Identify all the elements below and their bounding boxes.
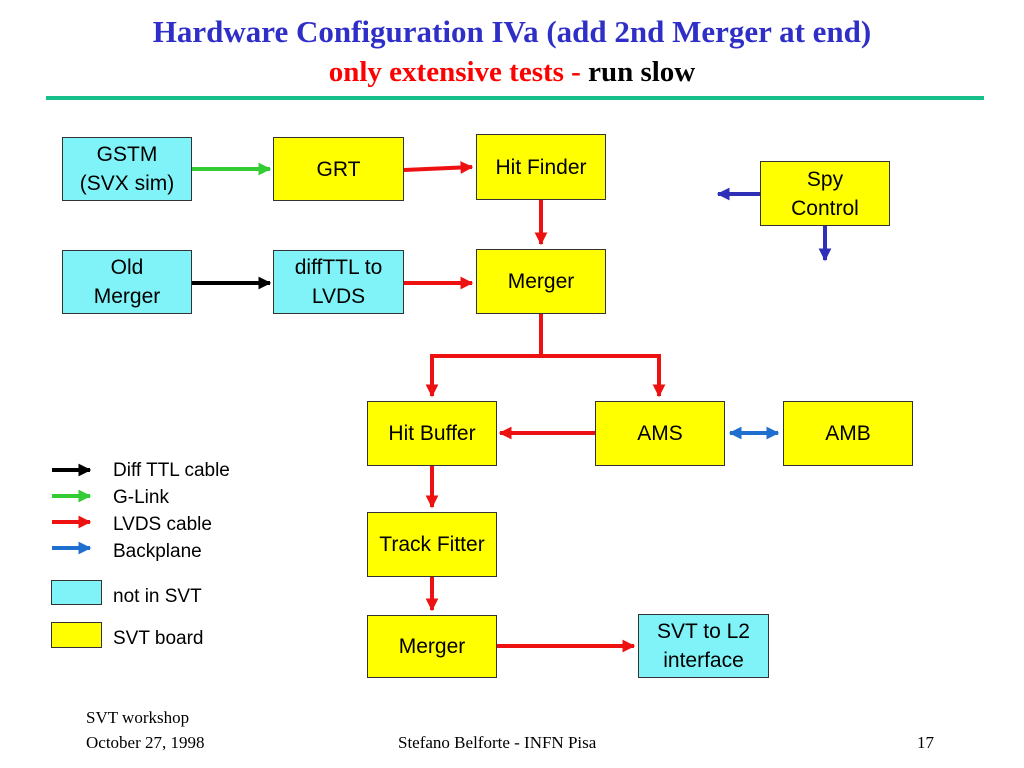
legend-not-in-svt-label: not in SVT [113, 586, 202, 607]
footer-event: SVT workshop [86, 708, 190, 727]
box-diffttl-lvds-label: diffTTL to LVDS [294, 256, 383, 308]
box-old-merger: Old Merger [62, 250, 192, 314]
arrow-grt-to-hitfinder [403, 161, 474, 174]
box-hit-finder: Hit Finder [476, 134, 606, 200]
arrow-merger-to-hitbuffer [425, 314, 543, 398]
box-grt: GRT [273, 137, 404, 201]
box-gstm: GSTM (SVX sim) [62, 137, 192, 201]
page-number: 17 [917, 733, 934, 752]
box-diffttl-lvds: diffTTL to LVDS [273, 250, 404, 314]
box-amb-label: AMB [825, 422, 871, 445]
box-svt-to-l2: SVT to L2 interface [638, 614, 769, 678]
arrow-merger-to-ams [541, 354, 666, 398]
box-track-fitter: Track Fitter [367, 512, 497, 577]
box-merger-2: Merger [367, 615, 497, 678]
legend-lvds-label: LVDS cable [113, 514, 212, 535]
box-track-fitter-label: Track Fitter [379, 533, 485, 556]
footer-date: October 27, 1998 [86, 733, 205, 752]
box-hit-buffer: Hit Buffer [367, 401, 497, 466]
box-svt-to-l2-label: SVT to L2 interface [656, 620, 750, 672]
subtitle-red-part: only extensive tests - [328, 56, 589, 88]
box-amb: AMB [783, 401, 913, 466]
box-ams: AMS [595, 401, 725, 466]
legend-diff-ttl-label: Diff TTL cable [113, 460, 230, 481]
legend-svt-board-label: SVT board [113, 628, 204, 649]
title-rule [46, 96, 984, 100]
box-spy-control-label: Spy Control [791, 167, 859, 220]
slide-subtitle: only extensive tests - run slow [0, 56, 1024, 89]
box-hit-buffer-label: Hit Buffer [388, 422, 476, 445]
box-merger-2-label: Merger [398, 635, 466, 658]
legend-g-link-label: G-Link [113, 487, 169, 508]
box-hit-finder-label: Hit Finder [495, 155, 587, 179]
subtitle-black-part: run slow [588, 56, 696, 88]
box-ams-label: AMS [637, 422, 683, 445]
box-merger-1-label: Merger [507, 270, 575, 293]
box-old-merger-label: Old Merger [93, 256, 161, 308]
box-gstm-label: GSTM (SVX sim) [79, 143, 175, 195]
footer-author: Stefano Belforte - INFN Pisa [398, 733, 597, 752]
box-merger-1: Merger [476, 249, 606, 314]
box-spy-control: Spy Control [760, 161, 890, 226]
legend-not-in-svt-swatch [51, 580, 102, 605]
box-grt-label: GRT [316, 157, 361, 181]
slide-title: Hardware Configuration IVa (add 2nd Merg… [152, 14, 872, 49]
legend-svt-board-swatch [51, 622, 102, 648]
legend-backplane-label: Backplane [113, 541, 202, 562]
